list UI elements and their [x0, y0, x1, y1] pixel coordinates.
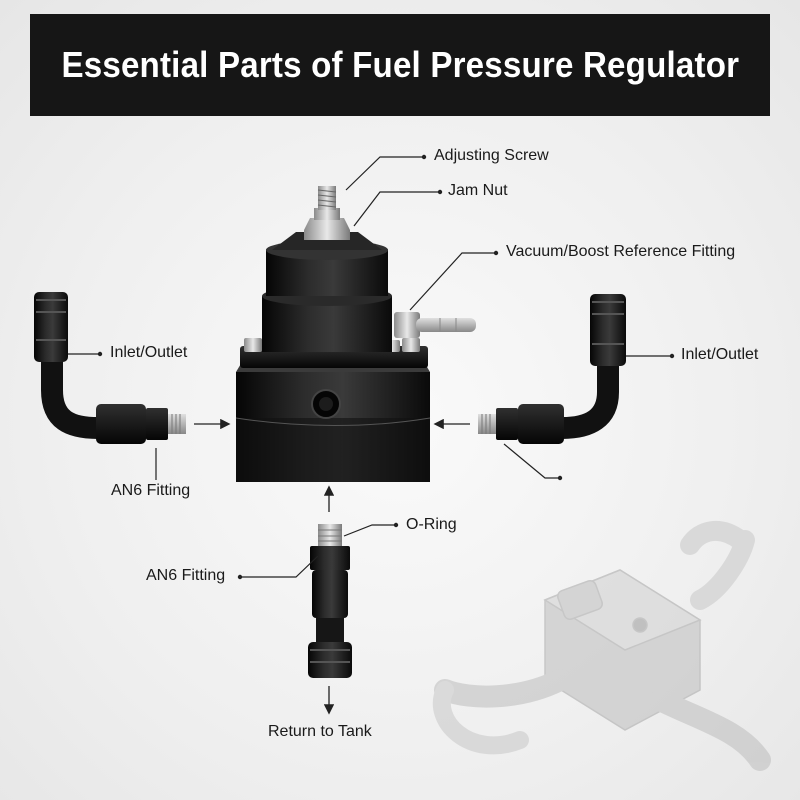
- page-title: Essential Parts of Fuel Pressure Regulat…: [61, 44, 739, 85]
- label-o-ring: O-Ring: [406, 516, 457, 533]
- leader-dots: [97, 154, 675, 580]
- flow-arrows: [194, 418, 470, 715]
- title-banner: Essential Parts of Fuel Pressure Regulat…: [30, 14, 770, 116]
- left-hose-fitting: [34, 292, 186, 444]
- label-inlet-outlet-left: Inlet/Outlet: [110, 344, 188, 361]
- label-jam-nut: Jam Nut: [448, 182, 508, 199]
- regulator-body: [235, 186, 476, 482]
- label-inlet-outlet-right: Inlet/Outlet: [681, 346, 759, 363]
- return-fitting: [308, 524, 352, 678]
- label-return-to-tank: Return to Tank: [268, 723, 372, 740]
- ghost-assembly: [432, 521, 771, 771]
- label-an6-fitting-left: AN6 Fitting: [111, 482, 191, 499]
- right-hose-fitting: [478, 294, 626, 444]
- label-an6-fitting-bottom: AN6 Fitting: [146, 567, 226, 584]
- label-adjusting-screw: Adjusting Screw: [434, 147, 549, 164]
- leader-lines: [68, 156, 672, 578]
- label-vacuum-fitting: Vacuum/Boost Reference Fitting: [506, 243, 736, 260]
